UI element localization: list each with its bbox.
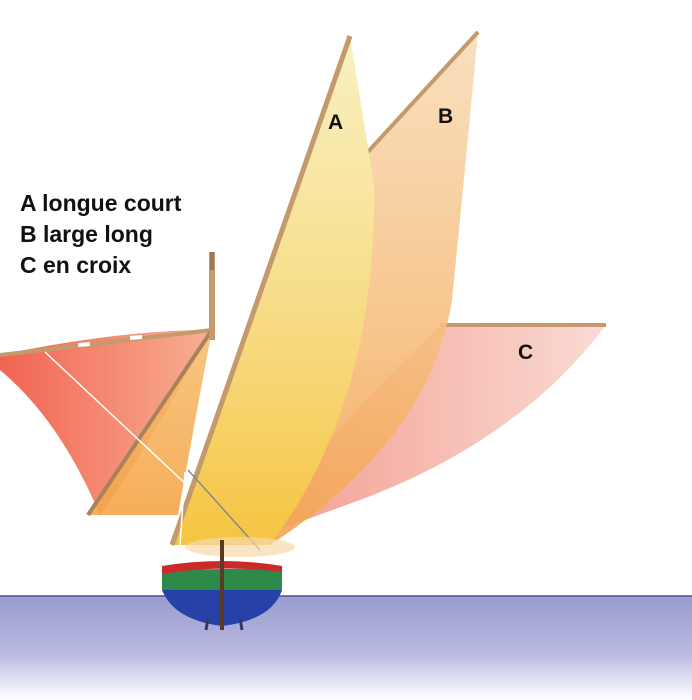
rudder-post	[204, 617, 210, 631]
sail-label-a: A	[328, 111, 343, 134]
legend: A longue court B large long C en croix	[20, 188, 181, 281]
legend-item-c: C en croix	[20, 252, 132, 278]
sail-a-yard	[169, 35, 353, 546]
sail-a	[172, 36, 375, 545]
legend-item-a: A longue court	[20, 190, 182, 216]
jib-stay	[86, 328, 214, 517]
sheet	[179, 471, 186, 546]
sail-label-c: C	[518, 341, 533, 364]
sail-a-yard-mark	[231, 291, 241, 303]
sail-a-yard-mark	[253, 229, 263, 241]
sail-b-yard	[363, 30, 480, 157]
rope	[44, 351, 191, 489]
sail-label-b: B	[438, 105, 453, 128]
deck-shadow	[185, 537, 295, 557]
foresail	[0, 330, 210, 515]
legend-item-b: B large long	[20, 221, 153, 247]
sheet	[187, 469, 261, 551]
rudder-post	[238, 617, 244, 631]
foresail-yard-mark	[77, 342, 91, 347]
sea	[0, 596, 692, 700]
foresail-yard-mark	[129, 335, 143, 340]
foresail-yard	[0, 328, 213, 357]
